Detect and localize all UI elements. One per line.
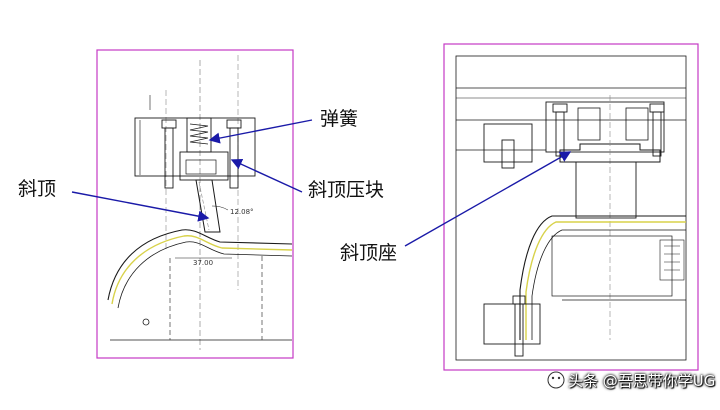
seat-screw-right <box>649 103 665 157</box>
label-lifter-seat: 斜顶座 <box>340 242 398 264</box>
lifter-seat-leader <box>404 151 572 247</box>
screw-left <box>161 119 177 189</box>
product-outline <box>107 229 293 301</box>
spring-coil <box>189 123 209 145</box>
lifter-leader <box>71 191 210 222</box>
label-spring: 弹簧 <box>320 108 359 130</box>
press-block-leader <box>230 158 303 193</box>
label-lifter: 斜顶 <box>18 178 57 200</box>
watermark-logo-icon <box>547 371 565 389</box>
width-dim-text: 37.00 <box>193 259 213 267</box>
spring-box <box>186 117 212 153</box>
right-drawing <box>443 43 699 371</box>
left-frame <box>96 49 294 359</box>
spring-leader <box>208 119 313 144</box>
lifter-seat-block <box>545 101 665 153</box>
upper-plate <box>134 117 256 177</box>
screw-right <box>226 119 242 189</box>
seat-screw-left <box>552 103 568 157</box>
left-drawing: 12.08° 37.00 <box>96 49 294 359</box>
right-frame <box>443 43 699 371</box>
label-lifter-press-block: 斜顶压块 <box>308 179 385 201</box>
angle-dim-text: 12.08° <box>230 208 254 216</box>
watermark-text: 头条 @吾思带你学UG <box>568 372 716 390</box>
leader-lines <box>71 119 572 247</box>
